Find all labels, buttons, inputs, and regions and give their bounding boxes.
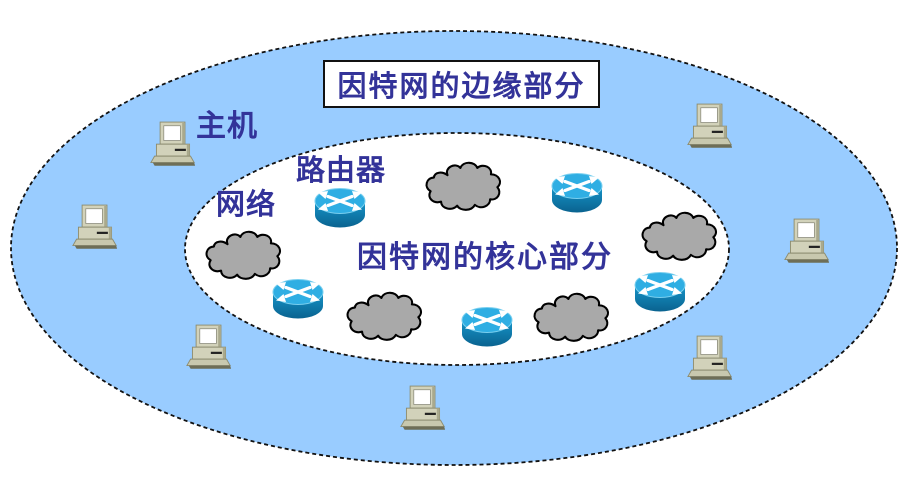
router-icon: [551, 173, 603, 213]
host-computer: [150, 119, 196, 173]
computer-icon: [186, 324, 232, 369]
router-node: [632, 271, 688, 315]
router-node: [312, 187, 368, 231]
router-node: [549, 172, 605, 216]
host-label: 主机: [196, 109, 258, 144]
network-cloud: [346, 290, 424, 346]
router-icon: [314, 188, 366, 228]
core-title-label: 因特网的核心部分: [357, 240, 613, 275]
cloud-icon: [533, 292, 609, 342]
computer-icon: [784, 218, 830, 263]
computer-icon: [400, 385, 446, 430]
computer-icon: [687, 335, 733, 380]
router-icon: [634, 272, 686, 312]
computer-icon: [72, 204, 118, 249]
cloud-icon: [346, 291, 422, 341]
router-icon: [461, 307, 513, 347]
host-computer: [784, 216, 830, 270]
edge-title-box: 因特网的边缘部分: [323, 60, 600, 108]
network-cloud: [205, 229, 283, 285]
computer-icon: [687, 103, 733, 148]
host-computer: [687, 101, 733, 155]
cloud-icon: [641, 211, 717, 261]
edge-title-label: 因特网的边缘部分: [337, 69, 586, 103]
host-computer: [186, 322, 232, 376]
network-cloud: [425, 160, 503, 216]
router-label: 路由器: [296, 153, 387, 187]
network-cloud: [533, 291, 611, 347]
network-label: 网络: [216, 187, 277, 221]
host-computer: [687, 333, 733, 387]
router-node: [270, 278, 326, 322]
router-icon: [272, 279, 324, 319]
network-cloud: [641, 210, 719, 266]
host-computer: [400, 383, 446, 437]
host-computer: [72, 202, 118, 256]
router-node: [459, 306, 515, 350]
computer-icon: [150, 121, 196, 166]
cloud-icon: [205, 230, 281, 280]
cloud-icon: [425, 161, 501, 211]
